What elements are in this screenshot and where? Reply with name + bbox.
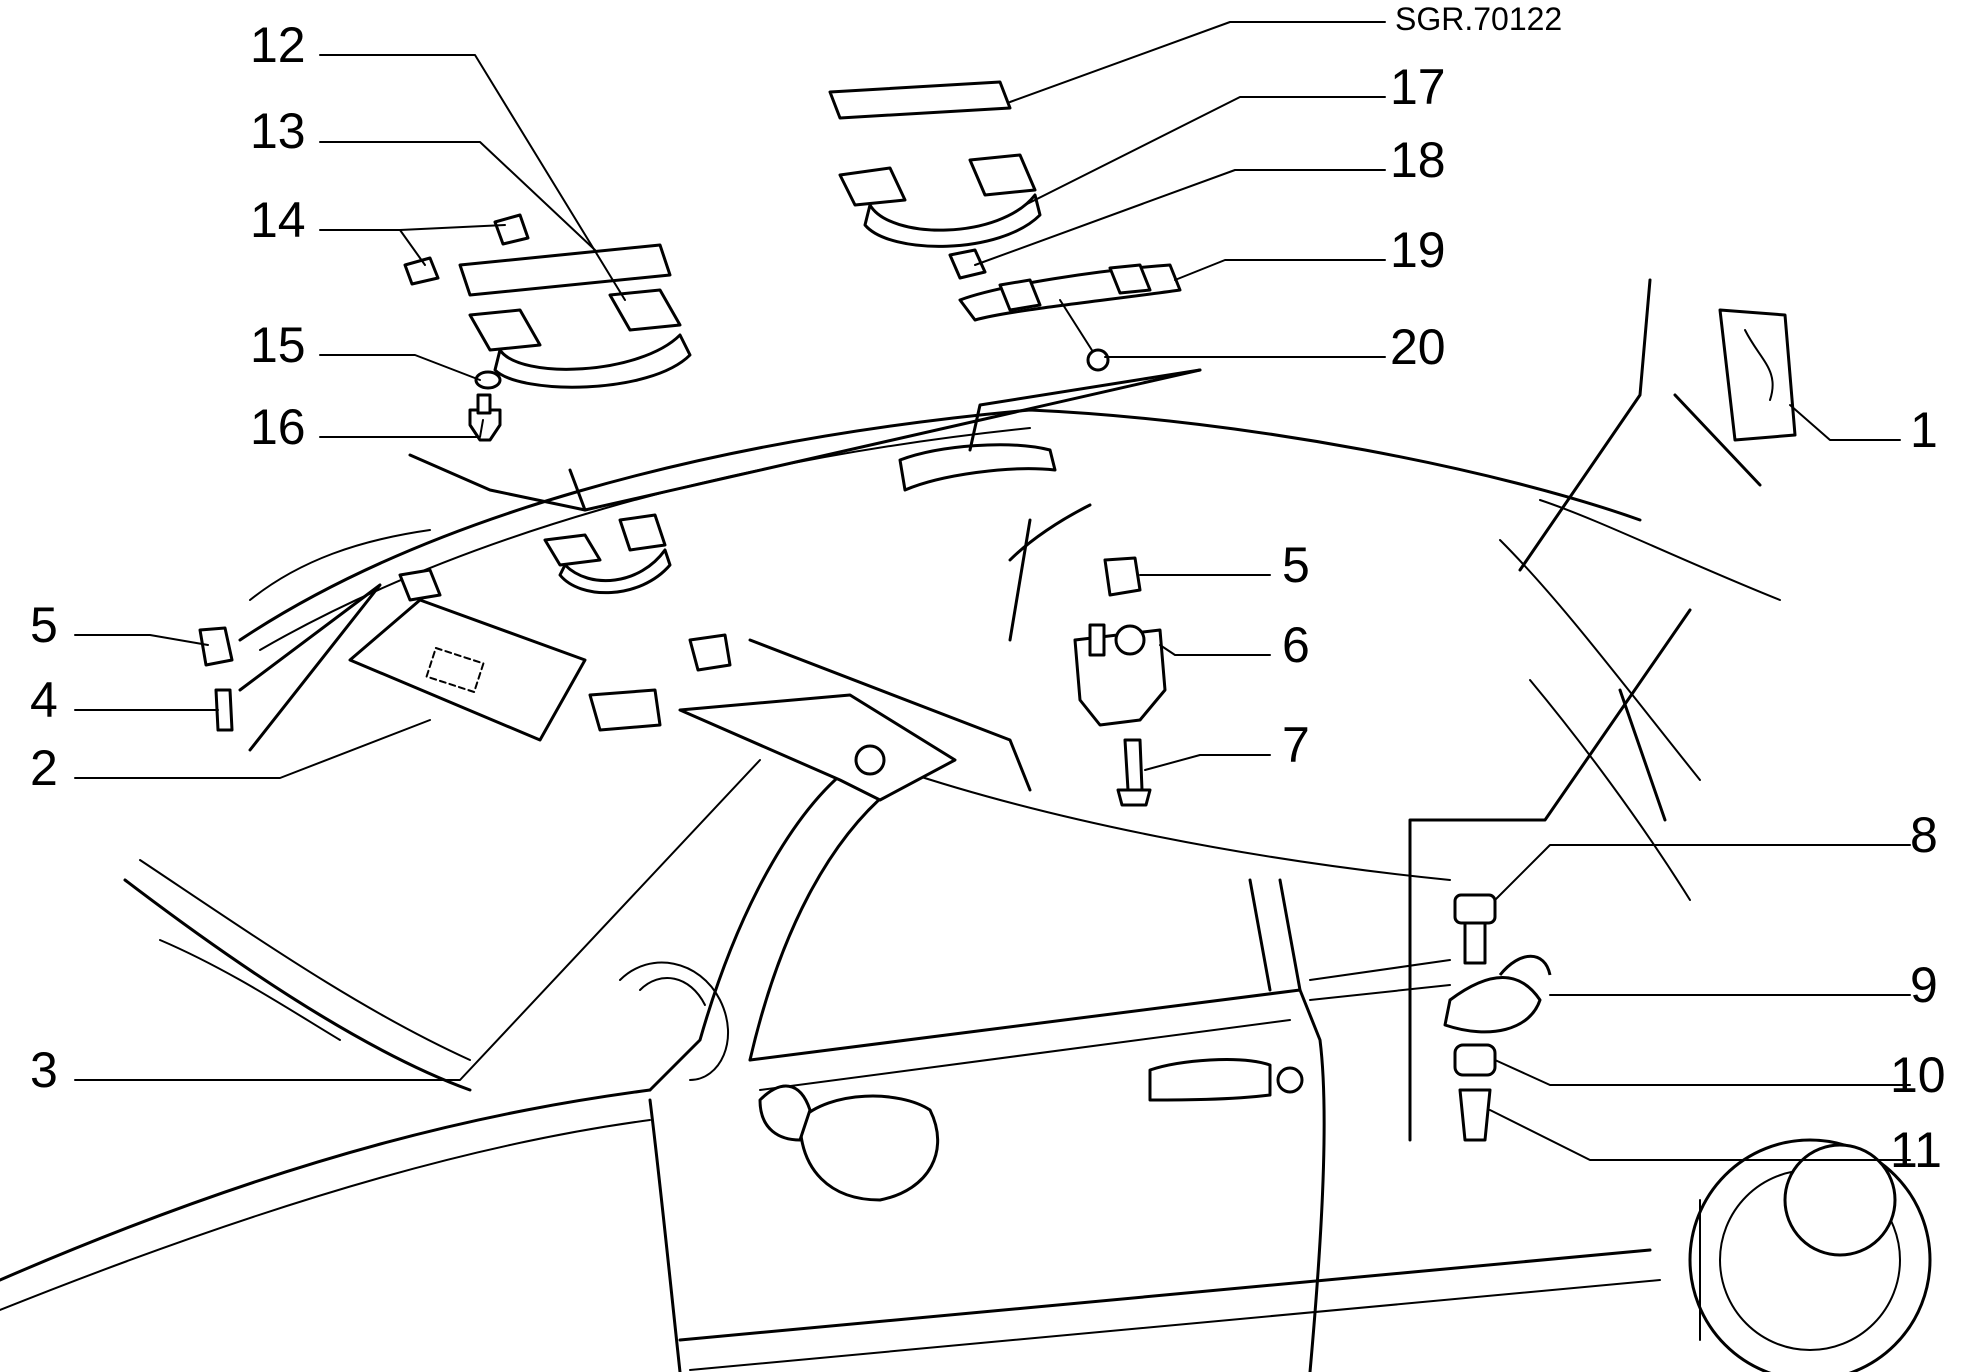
part-screw-4 <box>214 688 234 732</box>
callout-7: 7 <box>1282 717 1310 773</box>
callout-11: 11 <box>1890 1122 1942 1178</box>
part-roof-handle-installed <box>543 443 1057 595</box>
part-handle-bracket <box>458 243 672 297</box>
callout-5-center: 5 <box>1282 537 1310 593</box>
part-screw-7 <box>1116 738 1152 807</box>
callout-16: 16 <box>250 399 306 455</box>
part-bush-5-center <box>1103 556 1142 597</box>
part-visor-clip <box>588 688 662 732</box>
callout-15: 15 <box>250 317 306 373</box>
section-lines <box>238 278 1762 1142</box>
callout-13: 13 <box>250 103 306 159</box>
part-roof-handle-front <box>468 288 692 389</box>
part-screw-16 <box>468 393 502 442</box>
part-bush-5-left <box>198 626 234 667</box>
part-roof-trim-strip <box>828 80 1012 120</box>
callout-labels: SGR.70122 12 13 14 15 16 17 18 19 20 1 5… <box>30 1 1946 1178</box>
car-body <box>0 408 1932 1372</box>
part-roof-handle-rear <box>838 153 1042 248</box>
part-bracket-6 <box>1073 623 1167 727</box>
callout-14: 14 <box>250 192 306 248</box>
part-cap-18 <box>948 248 987 280</box>
callout-1: 1 <box>1910 402 1938 458</box>
part-spacer-10 <box>1453 1043 1497 1077</box>
part-bush-11 <box>1458 1088 1492 1142</box>
callout-5-left: 5 <box>30 597 58 653</box>
callout-10: 10 <box>1890 1047 1946 1103</box>
part-sun-visor-right <box>678 693 957 802</box>
part-clip-14 <box>403 213 530 286</box>
callout-2: 2 <box>30 740 58 796</box>
callout-12: 12 <box>250 17 306 73</box>
callout-18: 18 <box>1390 132 1446 188</box>
callout-19: 19 <box>1390 222 1446 278</box>
part-clip-small <box>688 633 732 672</box>
leader-lines <box>74 21 1911 1161</box>
part-grab-handle-19 <box>958 263 1182 322</box>
callout-8: 8 <box>1910 807 1938 863</box>
part-screw-8 <box>1453 893 1497 965</box>
part-screw-20 <box>1059 299 1110 372</box>
callout-9: 9 <box>1910 957 1938 1013</box>
part-coat-hook-1 <box>1718 308 1797 442</box>
callout-6: 6 <box>1282 617 1310 673</box>
part-washer-15 <box>474 370 502 390</box>
callout-3: 3 <box>30 1042 58 1098</box>
drawing-code: SGR.70122 <box>1395 1 1562 37</box>
part-sun-visor-left <box>348 568 587 742</box>
part-anchor-9 <box>1443 954 1552 1034</box>
callout-20: 20 <box>1390 319 1446 375</box>
callout-4: 4 <box>30 672 58 728</box>
callout-17: 17 <box>1390 59 1446 115</box>
